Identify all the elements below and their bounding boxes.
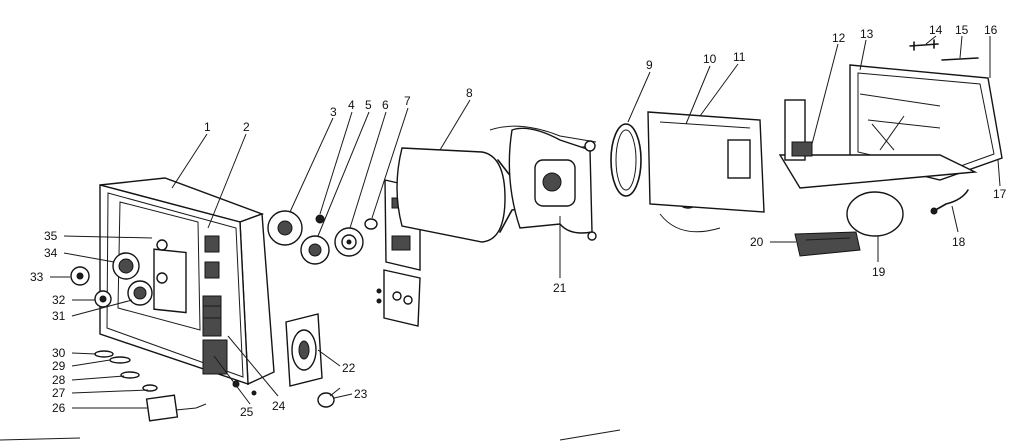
part-number-labels: 1 2 3 4 5 6 7 8 9 10 11 12 13 14 15 16 1…	[30, 23, 1007, 419]
part-label-28: 28	[52, 373, 66, 387]
part-label-31: 31	[52, 309, 66, 323]
part-label-32: 32	[52, 293, 66, 307]
part-label-14: 14	[929, 23, 943, 37]
part-label-30: 30	[52, 346, 66, 360]
part-label-11: 11	[733, 50, 746, 64]
part-9-coil	[610, 123, 642, 197]
part-label-7: 7	[404, 94, 411, 108]
part-label-20: 20	[750, 235, 764, 249]
part-label-2: 2	[243, 120, 250, 134]
part-label-18: 18	[952, 235, 966, 249]
front-cabinet	[99, 177, 275, 386]
part-label-24: 24	[272, 399, 286, 413]
part-label-22: 22	[342, 361, 356, 375]
part-20-terminal-board	[794, 231, 861, 257]
part-label-33: 33	[30, 270, 44, 284]
part-label-3: 3	[330, 105, 337, 119]
part-label-17: 17	[993, 187, 1007, 201]
part-label-4: 4	[348, 98, 355, 112]
part-label-13: 13	[860, 27, 874, 41]
disc-parts	[267, 210, 378, 265]
part-label-16: 16	[984, 23, 998, 37]
part-label-34: 34	[44, 246, 58, 260]
part-18-power-cord	[931, 189, 969, 213]
knob-cluster	[70, 239, 168, 308]
part-label-19: 19	[872, 265, 886, 279]
part-label-25: 25	[240, 405, 254, 419]
part-label-15: 15	[955, 23, 969, 37]
part-label-35: 35	[44, 229, 58, 243]
part-15-wire	[941, 57, 979, 61]
part-label-23: 23	[354, 387, 368, 401]
leader-lines	[50, 35, 1001, 409]
part-23-capacitor	[317, 392, 335, 408]
part-19-disc	[846, 191, 904, 237]
part-label-6: 6	[382, 98, 389, 112]
part-4-washer	[315, 214, 325, 224]
part-label-29: 29	[52, 359, 66, 373]
part-26-bracket	[145, 394, 179, 422]
part-label-9: 9	[646, 58, 653, 72]
speaker	[285, 313, 323, 387]
part-label-12: 12	[832, 31, 846, 45]
part-label-10: 10	[703, 52, 717, 66]
small-hardware	[94, 350, 207, 422]
part-label-8: 8	[466, 86, 473, 100]
part-label-26: 26	[52, 401, 66, 415]
chassis-frame	[647, 111, 765, 233]
deflection-yoke	[489, 125, 597, 241]
part-label-27: 27	[52, 386, 66, 400]
rear-cabinet	[778, 64, 1003, 189]
part-label-1: 1	[204, 120, 211, 134]
part-label-21: 21	[553, 281, 567, 295]
part-label-5: 5	[365, 98, 372, 112]
